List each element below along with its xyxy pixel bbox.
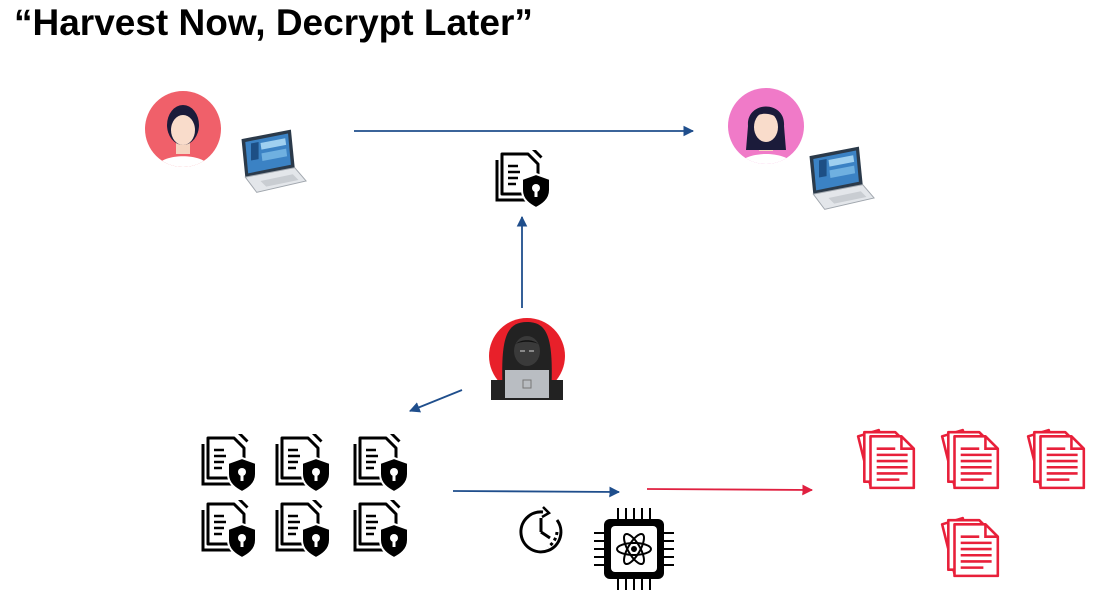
decrypted-document-icon [856,428,916,490]
decrypted-document-icon [940,516,1000,578]
decrypted-document-icon [940,428,1000,490]
harvested-encrypted-document-icon [275,500,332,560]
store-arrow [408,389,463,413]
quantum-chip-icon [594,508,674,590]
harvested-encrypted-document-icon [353,500,410,560]
decrypted-document-icon [1026,428,1086,490]
intercepted-encrypted-document-icon [495,150,552,210]
receiver-avatar-icon [728,88,804,164]
receiver-laptop-icon [808,146,875,210]
harvested-encrypted-document-icon [201,500,258,560]
harvested-encrypted-document-icon [201,434,258,494]
decrypt-arrow [646,484,814,496]
sender-laptop-icon [240,129,307,193]
to-quantum-arrow [452,486,621,498]
hacker-icon [489,318,565,400]
page-title: “Harvest Now, Decrypt Later” [14,2,533,43]
sender-avatar-icon [145,91,221,167]
harvested-encrypted-document-icon [353,434,410,494]
clock-icon [519,506,563,554]
harvested-encrypted-document-icon [275,434,332,494]
